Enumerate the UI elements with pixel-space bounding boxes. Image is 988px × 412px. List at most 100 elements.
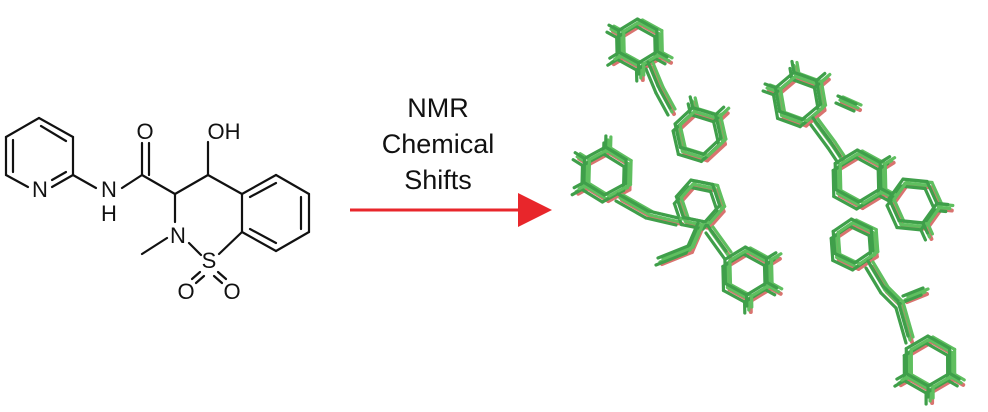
predicted-a-chain: [656, 84, 672, 110]
predicted-a-ring-bond: [674, 178, 693, 199]
predicted-b-ring-bond: [814, 78, 823, 106]
predicted-a-ring-bond: [660, 29, 664, 55]
predicted-b-chain: [809, 123, 830, 150]
predicted-a-ring-bond: [623, 158, 628, 186]
predicted-a-ring-bond: [678, 106, 700, 127]
sulfonyl-o-right-label: O: [223, 279, 240, 304]
predicted-a-chain: [618, 196, 652, 217]
predicted-a-ring-bond: [582, 156, 587, 184]
predicted-a-ring-bond: [582, 180, 607, 197]
arrow-label-line-3: Shifts: [404, 165, 472, 195]
predicted-b-ring-bond: [931, 372, 957, 389]
predicted-a-chain: [704, 231, 726, 260]
predicted-b-ring-h-bond: [948, 371, 961, 381]
amide-h-label: H: [101, 201, 117, 226]
predicted-b-ring-bond: [895, 225, 923, 232]
predicted-b-ring-h-bond: [895, 372, 909, 381]
predicted-a-ring-bond: [681, 215, 707, 224]
predicted-a-ring-bond: [655, 28, 659, 54]
predicted-b-chain: [816, 117, 837, 144]
predicted-a-ring-bond: [749, 281, 774, 298]
predicted-b-ring-bond: [831, 258, 855, 272]
predicted-a-ring-bond: [744, 280, 769, 297]
ring-n-label: N: [170, 223, 186, 248]
predicted-a-ring-h-bond: [573, 151, 587, 161]
predicted-b-ring-bond: [874, 228, 880, 254]
reference-b-ring-bond: [804, 108, 827, 128]
predicted-b-ring-h-bond: [921, 221, 930, 235]
predicted-b-ring-bond: [902, 379, 928, 395]
predicted-a-ring-bond: [615, 35, 619, 62]
predicted-b-chain: [833, 140, 847, 159]
predicted-a-chain: [654, 91, 670, 117]
predicted-b-ring-bond: [887, 177, 905, 201]
predicted-b-chain: [836, 94, 858, 106]
pyridine-n-label: N: [32, 177, 48, 202]
predicted-a-ring-bond: [580, 187, 605, 204]
predicted-b-ring-bond: [836, 191, 863, 208]
predicted-a-ring-bond: [636, 49, 659, 65]
predicted-b-ring-bond: [897, 218, 925, 225]
predicted-b-ring-bond: [792, 70, 819, 83]
predicted-a-ring-h-bond: [713, 105, 726, 117]
predicted-b-ring-bond: [778, 87, 787, 115]
predicted-a-ring-bond: [615, 57, 639, 72]
predicted-b-ring-bond: [871, 231, 877, 257]
predicted-a-ring-h-bond: [688, 95, 695, 110]
predicted-a-chain: [661, 85, 677, 111]
predicted-b-ring-h-bond: [950, 375, 963, 385]
predicted-a-ring-bond: [617, 28, 621, 55]
predicted-a-chain: [654, 251, 688, 267]
reference-a-ring-bond: [705, 142, 727, 163]
predicted-a-ring-bond: [743, 245, 769, 261]
arrow-label-line-1: NMR: [407, 93, 469, 123]
predicted-a-ring-bond: [689, 112, 716, 124]
predicted-a-ring-bond: [680, 149, 707, 160]
predicted-a-chain: [691, 222, 705, 249]
predicted-b-chain: [838, 98, 860, 110]
predicted-a-ring-bond: [625, 162, 630, 190]
chemical-structure: N N H O N OH S O O: [4, 116, 311, 304]
predicted-b-ring-bond: [924, 341, 950, 357]
predicted-b-chain: [886, 285, 905, 304]
predicted-b-ring-bond: [853, 155, 880, 172]
predicted-b-ring-bond: [861, 187, 888, 205]
predicted-a-ring-bond: [628, 159, 633, 187]
predicted-b-ring-bond: [931, 335, 957, 351]
predicted-a-ring-bond: [671, 129, 681, 156]
predicted-b-ring-h-bond: [814, 71, 827, 83]
predicted-b-ring-h-bond: [926, 222, 935, 236]
predicted-a-ring-bond: [728, 258, 733, 287]
predicted-b-ring-bond: [833, 251, 857, 265]
predicted-structures: [570, 17, 966, 406]
predicted-b-ring-h-bond: [795, 60, 801, 76]
predicted-a-ring-bond: [723, 245, 748, 262]
predicted-b-chain: [866, 259, 885, 288]
predicted-b-ring-h-bond: [819, 72, 832, 84]
amide-n-label: N: [101, 177, 117, 202]
predicted-a-ring-bond: [718, 114, 728, 141]
predicted-a-ring-h-bond: [653, 56, 667, 66]
predicted-b-ring-h-bond: [946, 378, 959, 388]
predicted-b-chain: [901, 300, 915, 339]
predicted-b-ring-bond: [838, 162, 843, 193]
predicted-b-ring-h-bond: [790, 59, 796, 75]
predicted-a-ring-h-bond: [769, 252, 783, 262]
predicted-b-ring-h-bond: [953, 372, 966, 382]
predicted-b-ring-bond: [833, 161, 838, 192]
predicted-b-ring-bond: [777, 109, 804, 122]
predicted-a-ring-bond: [713, 113, 723, 140]
predicted-b-ring-bond: [829, 236, 835, 262]
predicted-a-ring-bond: [741, 252, 767, 268]
predicted-a-ring-bond: [622, 29, 626, 56]
predicted-b-ring-bond: [926, 334, 952, 350]
predicted-b-ring-bond: [831, 168, 836, 199]
predicted-b-ring-bond: [833, 148, 860, 166]
predicted-a-chain: [644, 67, 658, 95]
predicted-b-ring-bond: [909, 335, 935, 352]
predicted-b-ring-bond: [852, 249, 875, 265]
predicted-b-ring-bond: [847, 224, 871, 238]
predicted-a-ring-bond: [691, 105, 718, 117]
predicted-b-ring-bond: [857, 250, 880, 266]
predicted-a-ring-bond: [600, 188, 626, 204]
